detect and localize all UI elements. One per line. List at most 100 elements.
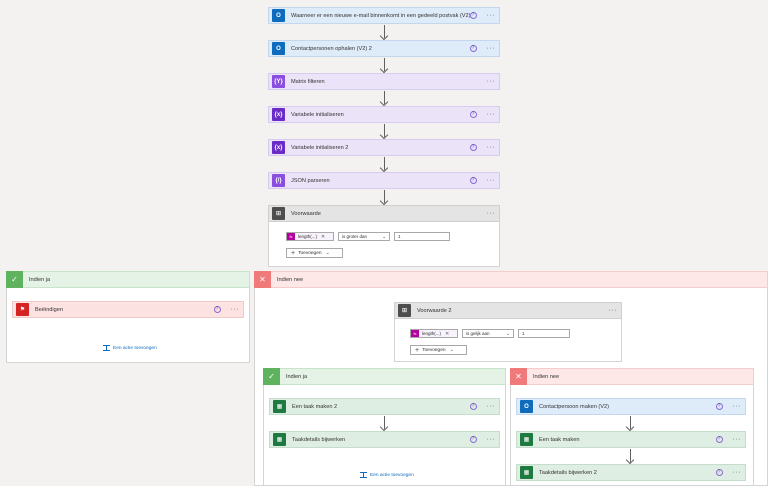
step-parse-json[interactable]: {/} JSON parseren ? ··· [268,172,500,189]
chevron-down-icon: ⌄ [449,347,454,353]
more-icon[interactable]: ··· [230,306,239,313]
more-icon[interactable]: ··· [486,111,495,118]
step-condition-2[interactable]: ⊞ Voorwaarde 2 ··· [394,302,622,319]
step-filter-array[interactable]: {Y} Matrix filteren ··· [268,73,500,90]
add-label: Toevoegen [422,347,446,353]
step-new-email-shared-mailbox[interactable]: O Waarneer er een nieuwe e-mail binnenko… [268,7,500,24]
more-icon[interactable]: ··· [486,144,495,151]
more-icon[interactable]: ··· [486,436,495,443]
fx-icon: fx [287,233,295,240]
help-icon[interactable]: ? [469,177,477,184]
step-update-task-details-2[interactable]: ▦ Taakdetails bijwerken 2 ? ··· [516,464,746,481]
step-title: Matrix filteren [291,78,325,85]
help-icon[interactable]: ? [469,436,477,443]
branch-yes-header: ✓ Indien ja [6,270,250,288]
help-icon[interactable]: ? [715,469,723,476]
step-initialize-variable-2[interactable]: {x} Variabele initialiseren 2 ? ··· [268,139,500,156]
more-icon[interactable]: ··· [486,210,495,217]
more-icon[interactable]: ··· [486,403,495,410]
branch-label: Indien ja [286,373,308,380]
more-icon[interactable]: ··· [486,45,495,52]
connector-arrow [630,449,631,462]
value-input[interactable]: 1 [518,329,570,338]
step-title: Voorwaarde [291,210,321,217]
connector-arrow [384,157,385,170]
more-icon[interactable]: ··· [486,177,495,184]
condition-icon: ⊞ [398,304,411,317]
branch-no-header: ✕ Indien nee [254,270,768,288]
help-icon[interactable]: ? [469,403,477,410]
fx-icon: fx [411,330,419,337]
step-title: Variabele initialiseren [291,111,344,118]
more-icon[interactable]: ··· [608,307,617,314]
more-icon[interactable]: ··· [486,78,495,85]
step-terminate[interactable]: ⚑ Beëindigen ? ··· [12,301,244,318]
condition-icon: ⊞ [272,207,285,220]
inner-yes-header: ✓ Indien ja [263,367,506,385]
close-icon[interactable]: ✕ [321,233,326,240]
help-icon[interactable]: ? [469,111,477,118]
help-icon[interactable]: ? [469,144,477,151]
step-condition[interactable]: ⊞ Voorwaarde ··· [268,205,500,222]
planner-icon: ▦ [520,466,533,479]
inner-no-header: ✕ Indien nee [510,367,754,385]
connector-arrow [384,190,385,203]
connector-arrow [384,25,385,38]
outlook-icon: O [520,400,533,413]
add-action-link[interactable]: Een actie toevoegen [103,345,157,351]
step-title: Waarneer er een nieuwe e-mail binnenkomt… [291,12,470,19]
check-icon: ✓ [263,367,280,385]
expression-token[interactable]: fx length(...) ✕ [410,329,458,338]
step-create-task-2[interactable]: ▦ Een taak maken 2 ? ··· [269,398,500,415]
branch-label: Indien nee [277,276,304,283]
step-create-contact[interactable]: O Contactpersoon maken (V2) ? ··· [516,398,746,415]
more-icon[interactable]: ··· [732,403,741,410]
operator-text: is groter dan [342,234,368,239]
token-text: length(...) [422,331,442,336]
step-get-contacts[interactable]: O Contactpersonen ophalen (V2) 2 ? ··· [268,40,500,57]
help-icon[interactable]: ? [715,436,723,443]
add-button[interactable]: + Toevoegen ⌄ [286,248,343,258]
close-icon[interactable]: ✕ [445,330,450,337]
step-create-task[interactable]: ▦ Een taak maken ? ··· [516,431,746,448]
help-icon[interactable]: ? [213,306,221,313]
chevron-down-icon: ⌄ [506,330,510,336]
close-icon: ✕ [510,367,527,385]
chevron-down-icon: ⌄ [382,233,386,239]
chevron-down-icon: ⌄ [325,250,330,256]
add-button[interactable]: + Toevoegen ⌄ [410,345,467,355]
add-action-text: Een actie toevoegen [370,472,414,478]
step-title: Taakdetails bijwerken 2 [539,469,597,476]
step-title: Voorwaarde 2 [417,307,452,314]
step-title: JSON parseren [291,177,330,184]
add-action-link[interactable]: Een actie toevoegen [360,472,414,478]
more-icon[interactable]: ··· [732,469,741,476]
step-initialize-variable[interactable]: {x} Variabele initialiseren ? ··· [268,106,500,123]
branch-label: Indien ja [29,276,51,283]
more-icon[interactable]: ··· [732,436,741,443]
step-title: Een taak maken 2 [292,403,338,410]
operator-select[interactable]: is gelijk aan ⌄ [462,329,514,338]
step-title: Contactpersoon maken (V2) [539,403,609,410]
outlook-icon: O [272,42,285,55]
operator-select[interactable]: is groter dan ⌄ [338,232,390,241]
close-icon: ✕ [254,270,271,288]
help-icon[interactable]: ? [469,12,477,19]
outlook-icon: O [272,9,285,22]
step-title: Beëindigen [35,306,63,313]
step-title: Taakdetails bijwerken [292,436,346,443]
plus-icon: + [415,346,420,354]
condition-row: fx length(...) ✕ is groter dan ⌄ 1 [286,232,450,241]
step-update-task-details[interactable]: ▦ Taakdetails bijwerken ? ··· [269,431,500,448]
more-icon[interactable]: ··· [486,12,495,19]
planner-icon: ▦ [273,433,286,446]
planner-icon: ▦ [273,400,286,413]
variable-icon: {x} [272,108,285,121]
value-input[interactable]: 1 [394,232,450,241]
help-icon[interactable]: ? [469,45,477,52]
add-label: Toevoegen [298,250,322,256]
help-icon[interactable]: ? [715,403,723,410]
stop-icon: ⚑ [16,303,29,316]
check-icon: ✓ [6,270,23,288]
expression-token[interactable]: fx length(...) ✕ [286,232,334,241]
